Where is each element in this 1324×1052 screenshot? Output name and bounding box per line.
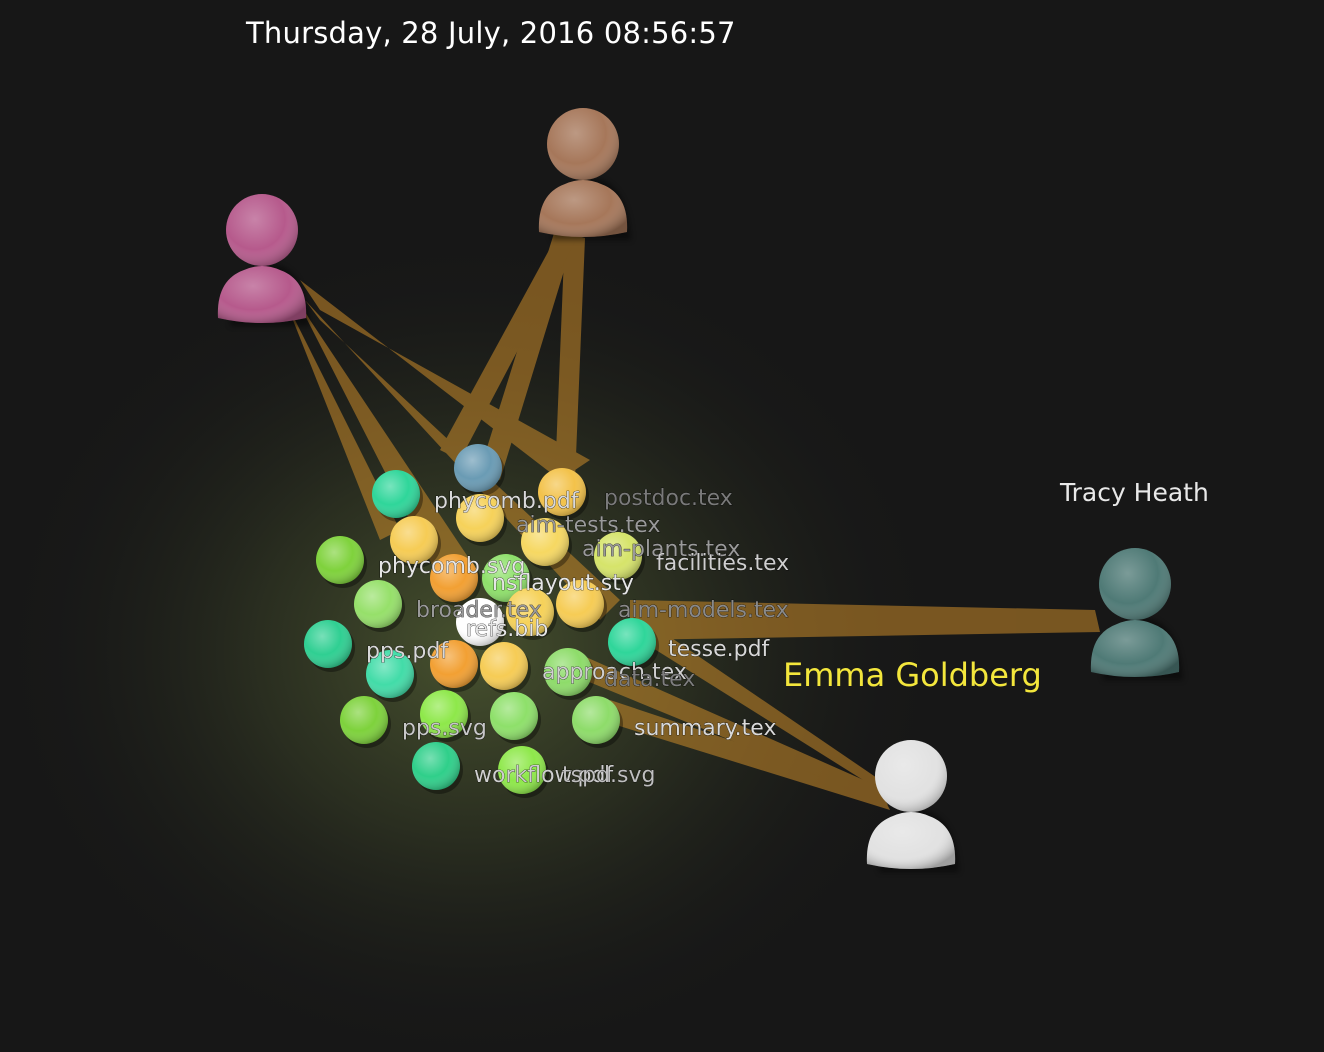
beam-emma-1: [600, 700, 890, 810]
file-node[interactable]: [498, 746, 549, 798]
file-node-shade: [316, 536, 364, 584]
file-node[interactable]: [316, 536, 367, 588]
file-label[interactable]: approach.tex: [542, 660, 687, 686]
file-node[interactable]: [366, 650, 417, 702]
avatar-tracy[interactable]: [1090, 548, 1183, 680]
file-node[interactable]: [430, 640, 481, 692]
file-label[interactable]: summary.tex: [634, 716, 777, 742]
avatar-head-shade: [1099, 548, 1171, 620]
file-label[interactable]: pps.pdf: [366, 639, 450, 665]
file-node-shade: [372, 470, 420, 518]
file-node[interactable]: [420, 690, 471, 742]
file-node-shade: [412, 742, 460, 790]
file-node[interactable]: [538, 468, 589, 520]
file-node[interactable]: [372, 470, 423, 522]
avatar-brown[interactable]: [538, 108, 631, 240]
file-label[interactable]: broader.tex: [416, 598, 542, 624]
file-node[interactable]: [430, 554, 481, 606]
file-node[interactable]: [456, 598, 507, 650]
file-node-shade: [456, 598, 504, 646]
file-node-shade: [304, 620, 352, 668]
user-label-tracy-heath[interactable]: Tracy Heath: [1060, 478, 1209, 507]
file-node-shade: [420, 690, 468, 738]
avatar-emma[interactable]: [866, 740, 959, 872]
file-node-shade: [456, 494, 504, 542]
file-node[interactable]: [594, 532, 645, 584]
file-node-shade: [482, 554, 530, 602]
file-node-shade: [366, 650, 414, 698]
file-node[interactable]: [608, 618, 659, 670]
avatar-head-shade: [226, 194, 298, 266]
file-node-shade: [521, 518, 569, 566]
avatar-body-shade: [1090, 620, 1180, 677]
file-node-shade: [430, 640, 478, 688]
file-node-shade: [454, 444, 502, 492]
file-node-shade: [390, 516, 438, 564]
beam-brown-3: [440, 230, 578, 460]
beam-emma-2: [640, 630, 895, 800]
file-node-shade: [430, 554, 478, 602]
beam-pink-2: [300, 280, 590, 480]
file-node[interactable]: [490, 692, 541, 744]
file-node[interactable]: [572, 696, 623, 748]
file-node[interactable]: [354, 580, 405, 632]
file-node[interactable]: [506, 588, 557, 640]
file-label[interactable]: nsflayout.sty: [492, 571, 635, 597]
file-node[interactable]: [480, 642, 531, 694]
beam-emma-3: [560, 650, 888, 805]
file-node-shade: [544, 648, 592, 696]
avatar-head-shade: [875, 740, 947, 812]
file-node[interactable]: [544, 648, 595, 700]
file-label[interactable]: phycomb.pdf: [434, 489, 580, 515]
timestamp: Thursday, 28 July, 2016 08:56:57: [246, 16, 736, 50]
file-node[interactable]: [556, 580, 607, 632]
file-node-shade: [608, 618, 656, 666]
file-node[interactable]: [454, 444, 505, 496]
file-node[interactable]: [456, 494, 507, 546]
file-node-shade: [538, 468, 586, 516]
beam-brown-1: [480, 230, 575, 480]
file-node-shade: [572, 696, 620, 744]
file-label[interactable]: postdoc.tex: [604, 486, 733, 512]
file-node[interactable]: [304, 620, 355, 672]
avatar-pink[interactable]: [217, 194, 310, 326]
file-label[interactable]: pps.svg: [402, 716, 487, 742]
file-node-shade: [340, 696, 388, 744]
file-node-shade: [480, 642, 528, 690]
file-label[interactable]: phycomb.svg: [378, 554, 526, 580]
avatar-body-shade: [217, 266, 307, 323]
beam-pink-3: [285, 300, 400, 540]
file-label[interactable]: refs.bib: [466, 617, 549, 643]
beam-brown-2: [555, 232, 585, 480]
file-node[interactable]: [521, 518, 572, 570]
user-label-emma-goldberg[interactable]: Emma Goldberg: [783, 656, 1042, 694]
file-node[interactable]: [340, 696, 391, 748]
file-node[interactable]: [390, 516, 441, 568]
file-node-shade: [556, 580, 604, 628]
file-node[interactable]: [412, 742, 463, 794]
file-node-shade: [594, 532, 642, 580]
file-label[interactable]: aim-models.tex: [618, 598, 789, 624]
avatar-head-shade: [547, 108, 619, 180]
beam-tracy: [630, 600, 1100, 640]
avatar-body-shade: [866, 812, 956, 869]
file-node-shade: [498, 746, 546, 794]
file-label[interactable]: data.tex: [604, 667, 696, 693]
file-label[interactable]: tesse.pdf: [668, 637, 771, 663]
file-label[interactable]: aim-plants.tex: [582, 537, 741, 563]
file-nodes: [304, 444, 659, 798]
file-label[interactable]: workflow.pdf: [474, 763, 615, 789]
file-node-shade: [506, 588, 554, 636]
file-node-shade: [354, 580, 402, 628]
user-avatars: [217, 108, 1183, 872]
avatar-body-shade: [538, 180, 628, 237]
beam-pink-1: [292, 290, 470, 580]
file-label[interactable]: tspd.svg: [562, 763, 656, 789]
file-labels: phycomb.pdf postdoc.texaim-tests.texaim-p…: [366, 486, 790, 789]
file-label[interactable]: aim-tests.tex: [516, 513, 661, 539]
file-node-shade: [490, 692, 538, 740]
file-label[interactable]: facilities.tex: [656, 551, 790, 577]
